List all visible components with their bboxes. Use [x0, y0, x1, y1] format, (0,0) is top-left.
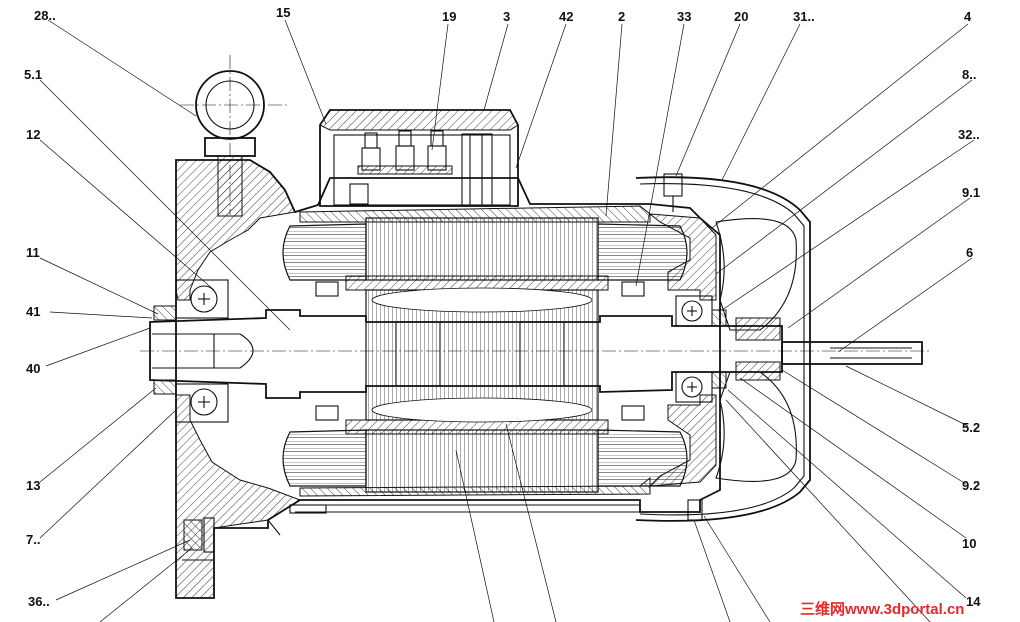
- fan-and-cover: [635, 173, 811, 522]
- label-6: 6: [966, 245, 973, 260]
- label-2: 2: [618, 9, 625, 24]
- stator-core: [365, 217, 599, 493]
- label-42: 42: [559, 9, 573, 24]
- watermark-text: 三维网www.3dportal.cn: [800, 600, 964, 618]
- label-41: 41: [26, 304, 40, 319]
- label-9-1: 9.1: [962, 185, 980, 200]
- stator-windings: [282, 223, 688, 487]
- label-10: 10: [962, 536, 976, 551]
- label-28: 28..: [34, 8, 56, 23]
- label-15: 15: [276, 5, 290, 20]
- label-20: 20: [734, 9, 748, 24]
- label-32: 32..: [958, 127, 980, 142]
- shaft: [140, 309, 930, 399]
- label-14: 14: [966, 594, 981, 609]
- bearing-drive-end: [153, 279, 229, 423]
- label-5-2: 5.2: [962, 420, 980, 435]
- label-3: 3: [503, 9, 510, 24]
- label-12: 12: [26, 127, 40, 142]
- rotor: [315, 275, 645, 435]
- label-13: 13: [26, 478, 40, 493]
- label-11: 11: [26, 245, 40, 260]
- label-9-2: 9.2: [962, 478, 980, 493]
- label-40: 40: [26, 361, 40, 376]
- label-19: 19: [442, 9, 456, 24]
- leader-lines: [39, 19, 975, 622]
- label-33: 33: [677, 9, 691, 24]
- bearing-non-drive-end: [675, 295, 727, 403]
- label-5-1: 5.1: [24, 67, 42, 82]
- eyebolt: [180, 55, 290, 217]
- label-36: 36..: [28, 594, 50, 609]
- label-7: 7..: [26, 532, 40, 547]
- label-31: 31..: [793, 9, 815, 24]
- part-labels: 28.. 15 19 3 42 2 33 20 31.. 4 5.1 8.. 1…: [24, 5, 981, 609]
- terminal-box: [319, 109, 519, 207]
- label-4: 4: [964, 9, 972, 24]
- label-8: 8..: [962, 67, 976, 82]
